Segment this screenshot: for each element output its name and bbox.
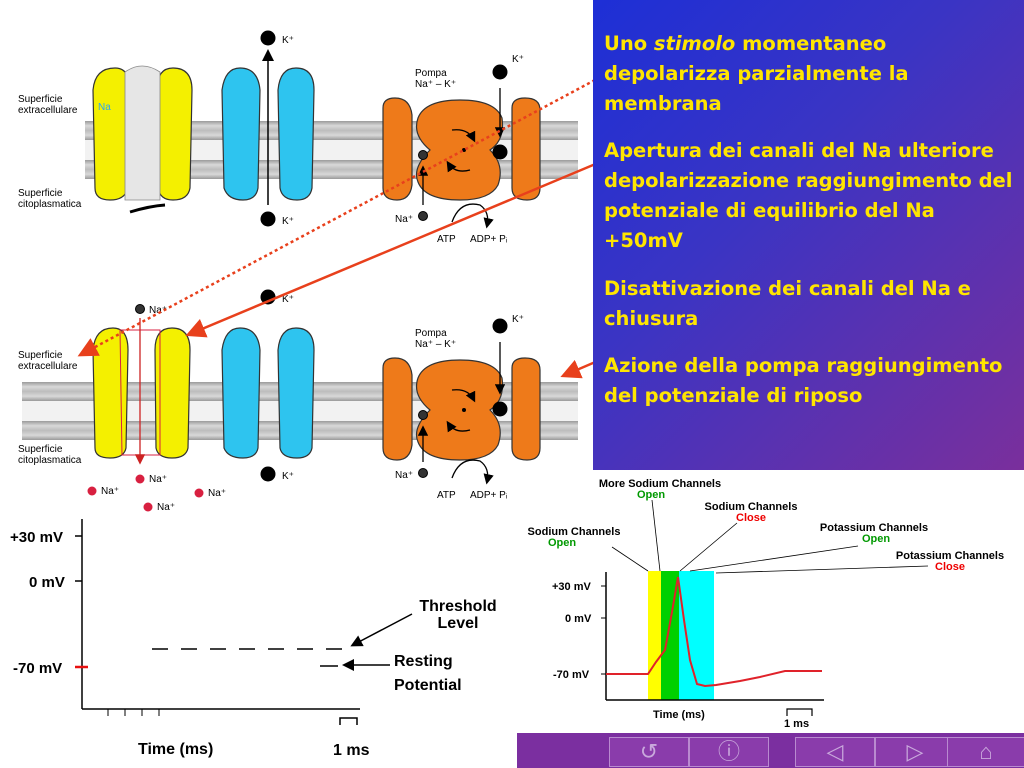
na-ion-label: Na⁺	[208, 488, 226, 499]
k-ion-label: K⁺	[282, 471, 294, 482]
info-icon[interactable]: ⓘ	[689, 737, 769, 767]
na-ion	[135, 474, 145, 484]
k-ion	[492, 64, 508, 80]
navigation-bar: ↺ ⓘ ◁ ▷ ⌂	[517, 733, 1024, 768]
adp-label: ADP+ Pᵢ	[470, 490, 508, 501]
k-ion-label: K⁺	[282, 294, 294, 305]
sodium-channel-open: Na⁺ Na⁺ Na⁺ Na⁺ Na⁺	[87, 304, 226, 513]
y-label-zero: 0 mV	[29, 574, 65, 591]
y-label-plus30: +30 mV	[552, 581, 591, 593]
na-ion-label: Na⁺	[395, 470, 413, 481]
atp-label: ATP	[437, 234, 456, 245]
potassium-channel: K⁺ K⁺	[221, 289, 315, 482]
y-label-zero: 0 mV	[565, 613, 592, 625]
na-ion	[418, 211, 428, 221]
k-ion-label: K⁺	[512, 314, 524, 325]
paragraph-stimulus: Uno stimolo momentaneo depolarizza parzi…	[604, 32, 909, 115]
na-ion-label: Na⁺	[149, 474, 167, 485]
y-label-minus70: -70 mV	[13, 660, 62, 677]
k-ion	[260, 30, 276, 46]
na-ion-label: Na⁺	[395, 214, 413, 225]
explanation-panel: Uno stimolo momentaneo depolarizza parzi…	[593, 0, 1024, 470]
paragraph-na-inactivation: Disattivazione dei canali del Na e chius…	[604, 277, 971, 330]
na-ion	[143, 502, 153, 512]
k-ion-label: K⁺	[282, 216, 294, 227]
scale-label: 1 ms	[333, 742, 370, 759]
next-icon[interactable]: ▷	[875, 737, 955, 767]
k-ion	[260, 466, 276, 482]
band-sodium-open	[648, 571, 661, 700]
na-ion-label: Na⁺	[101, 486, 119, 497]
potassium-channel: K⁺ K⁺	[221, 30, 315, 227]
x-axis-label: Time (ms)	[138, 741, 213, 758]
action-potential-trace	[606, 576, 822, 688]
pointer-arrow-stimulus	[77, 78, 596, 357]
home-icon[interactable]: ⌂	[947, 737, 1024, 767]
pointer-arrow-na-channel	[185, 158, 606, 338]
scale-bar	[339, 717, 358, 725]
k-ion-label: K⁺	[282, 35, 294, 46]
na-ion	[87, 486, 97, 496]
sodium-channel-closed: Na	[92, 65, 193, 214]
previous-icon[interactable]: ◁	[795, 737, 875, 767]
adp-label: ADP+ Pᵢ	[470, 234, 508, 245]
k-ion	[260, 211, 276, 227]
k-ion-label: K⁺	[512, 54, 524, 65]
scale-bar	[786, 708, 813, 716]
k-ion	[492, 401, 508, 417]
scale-label: 1 ms	[784, 718, 809, 730]
x-axis-label: Time (ms)	[653, 709, 705, 721]
paragraph-na-opening: Apertura dei canali del Na ulteriore dep…	[604, 139, 1013, 252]
na-ion	[135, 304, 145, 314]
y-label-minus70: -70 mV	[553, 669, 590, 681]
k-ion	[492, 318, 508, 334]
y-label-plus30: +30 mV	[10, 529, 63, 546]
na-ion	[194, 488, 204, 498]
k-ion	[492, 144, 508, 160]
band-potassium-open	[679, 571, 714, 700]
atp-label: ATP	[437, 490, 456, 501]
na-channel-label: Na	[98, 102, 111, 113]
na-ion-label: Na⁺	[157, 502, 175, 513]
na-ion-label: Na⁺	[149, 305, 167, 316]
na-ion	[418, 468, 428, 478]
paragraph-pump-action: Azione della pompa raggiungimento del po…	[604, 354, 1003, 407]
return-icon[interactable]: ↺	[609, 737, 689, 767]
